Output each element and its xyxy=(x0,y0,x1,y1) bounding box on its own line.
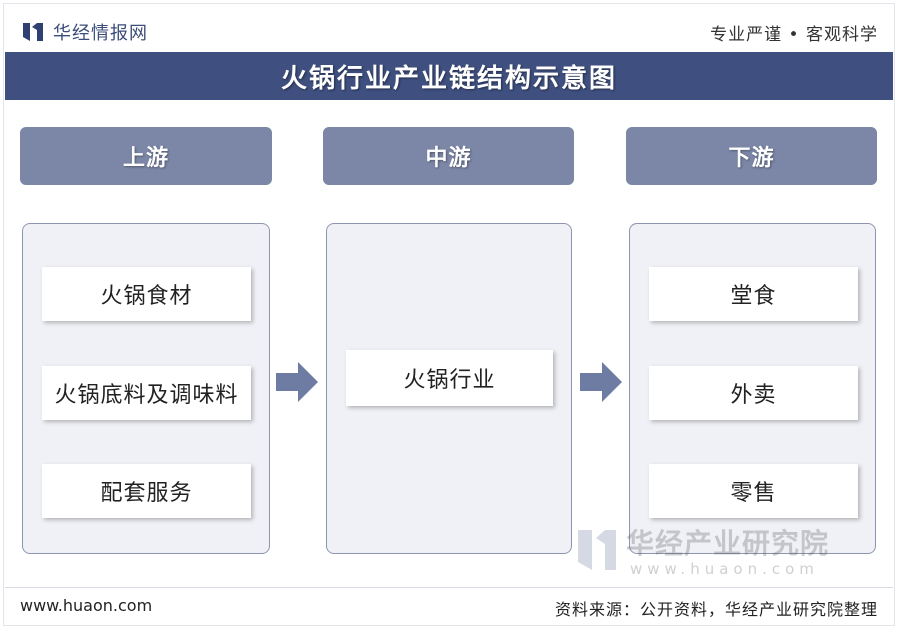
footer-divider xyxy=(5,587,893,588)
huajing-logo-icon xyxy=(23,23,43,41)
page-frame xyxy=(3,3,895,626)
column-header-downstream: 下游 xyxy=(626,127,877,185)
midstream-panel: 火锅行业 xyxy=(326,223,572,554)
brand-header: 华经情报网 xyxy=(22,18,148,46)
downstream-item: 外卖 xyxy=(649,366,858,420)
brand-name: 华经情报网 xyxy=(53,23,148,44)
upstream-item: 火锅底料及调味料 xyxy=(42,366,251,420)
upstream-item: 配套服务 xyxy=(42,464,251,518)
column-header-upstream: 上游 xyxy=(20,127,272,185)
footer-source: 资料来源：公开资料，华经产业研究院整理 xyxy=(554,600,878,619)
upstream-panel: 火锅食材 火锅底料及调味料 配套服务 xyxy=(22,223,270,554)
watermark-url: www.huaon.com xyxy=(630,560,819,578)
footer-url[interactable]: www.huaon.com xyxy=(20,596,153,615)
column-header-midstream: 中游 xyxy=(323,127,574,185)
downstream-item: 堂食 xyxy=(649,267,858,321)
title-bar: 火锅行业产业链结构示意图 xyxy=(5,52,893,100)
brand-slogan: 专业严谨 • 客观科学 xyxy=(710,25,878,45)
right-arrow-icon xyxy=(580,362,622,402)
downstream-panel: 堂食 外卖 零售 xyxy=(629,223,876,554)
watermark-name: 华经产业研究院 xyxy=(626,527,830,560)
upstream-item: 火锅食材 xyxy=(42,267,251,321)
right-arrow-icon xyxy=(276,362,318,402)
watermark-logo-icon xyxy=(578,530,616,570)
midstream-item: 火锅行业 xyxy=(346,350,553,406)
diagram-title: 火锅行业产业链结构示意图 xyxy=(280,63,617,94)
downstream-item: 零售 xyxy=(649,464,858,518)
